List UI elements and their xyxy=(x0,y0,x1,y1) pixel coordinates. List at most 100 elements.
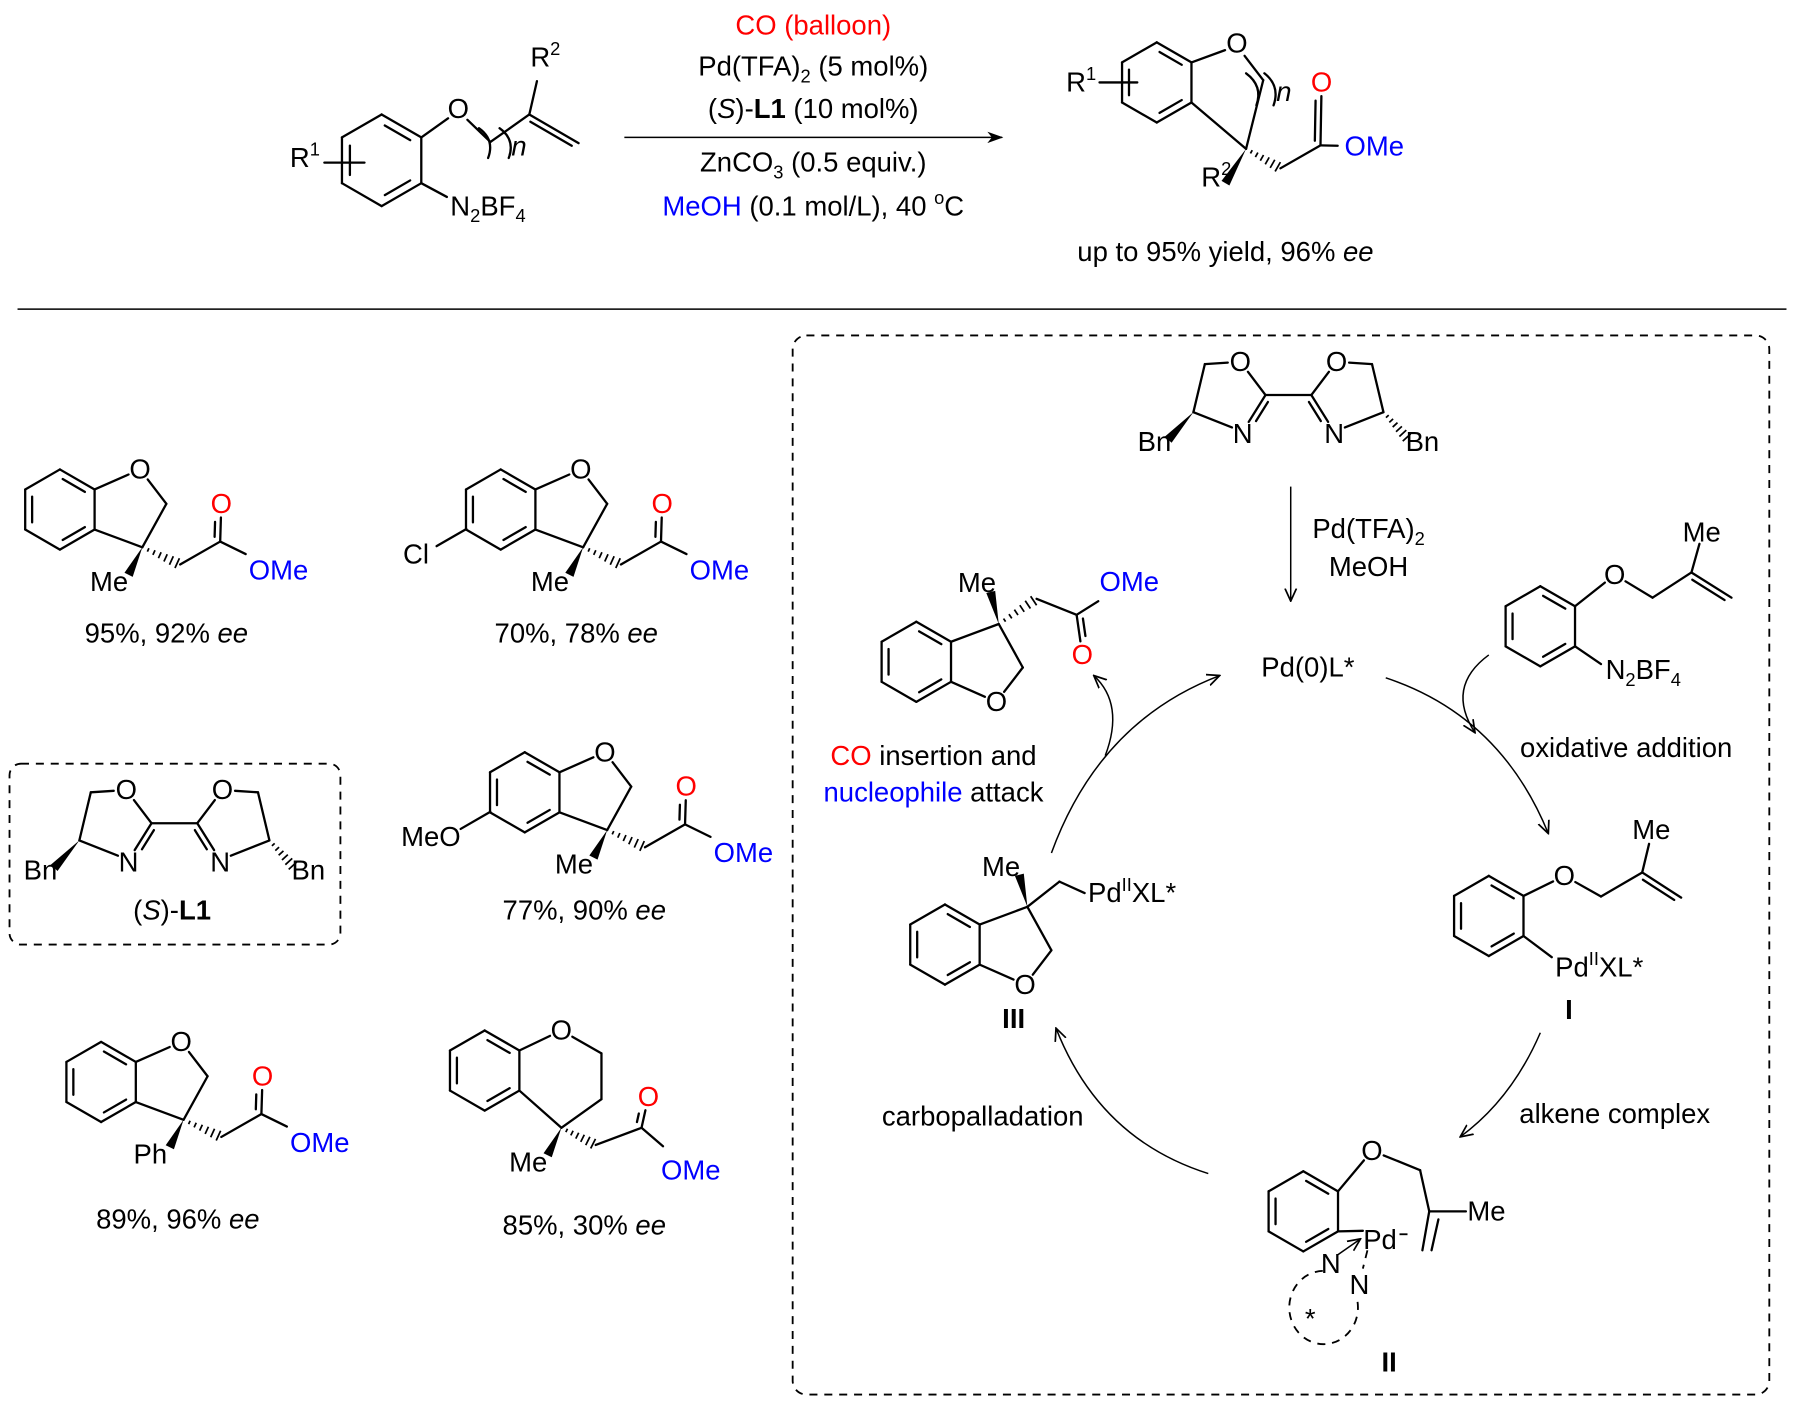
bond xyxy=(917,678,943,694)
bond xyxy=(340,182,383,208)
bond xyxy=(383,124,412,142)
bond xyxy=(1418,1168,1431,1213)
substituent-label: Me xyxy=(531,566,569,597)
condition-line4-part: ZnCO xyxy=(700,147,773,178)
hash-bond xyxy=(609,555,615,566)
r2-label-part: R xyxy=(530,41,550,72)
hash-bond xyxy=(598,551,603,559)
pd-complex-label-part: II xyxy=(1122,874,1132,895)
bond xyxy=(949,622,1000,643)
hash-bond xyxy=(639,840,646,852)
diazonium-label-part: 4 xyxy=(1671,669,1681,690)
bond xyxy=(659,540,688,556)
bond xyxy=(1247,393,1267,424)
condition-line4-part: 3 xyxy=(773,162,783,183)
bond xyxy=(949,680,987,698)
bond xyxy=(380,113,423,139)
oxygen-atom: O xyxy=(1361,1135,1382,1166)
oxygen-atom: O xyxy=(986,686,1007,717)
bond xyxy=(1120,41,1158,64)
reagent-pd-part: 2 xyxy=(1415,528,1425,549)
hash-bond xyxy=(565,1128,569,1133)
bond xyxy=(1075,613,1082,643)
condition-line5: MeOH (0.1 mol/L), 40 oC xyxy=(662,187,964,221)
carbonyl-oxygen: O xyxy=(675,771,696,802)
methyl-label: Me xyxy=(958,567,996,598)
hash-bond xyxy=(193,1122,198,1128)
bond xyxy=(260,1088,264,1116)
carbonyl-oxygen: O xyxy=(651,488,672,519)
bond xyxy=(182,1075,209,1121)
diazonium-label: N2BF4 xyxy=(1606,654,1681,690)
hash-bond xyxy=(1274,161,1282,172)
bond xyxy=(78,839,120,857)
bond xyxy=(643,823,687,849)
hash-bond xyxy=(622,834,627,842)
bond xyxy=(1155,101,1193,124)
oxygen-atom: O xyxy=(594,736,615,767)
hash-bond xyxy=(157,551,162,559)
r2-label-part: R xyxy=(1201,162,1221,193)
bond xyxy=(1304,1179,1330,1195)
r1-label: R1 xyxy=(1066,63,1096,97)
condition-line1-part: CO (balloon) xyxy=(735,9,891,40)
wedge-bond xyxy=(1221,148,1247,186)
bond xyxy=(1522,880,1555,898)
hash-bond xyxy=(274,846,280,852)
hash-bond xyxy=(587,547,591,552)
bond xyxy=(571,1035,603,1055)
pd-complex-label-part: XL* xyxy=(1132,877,1177,908)
bond xyxy=(1307,400,1323,423)
bracket xyxy=(477,127,492,160)
pd-label: Pd xyxy=(1363,1224,1397,1255)
bond xyxy=(1690,571,1733,599)
condition-line3-part: (10 mol%) xyxy=(786,93,919,124)
bond xyxy=(1430,1218,1440,1252)
bond xyxy=(502,477,527,494)
bond xyxy=(880,680,918,703)
bond xyxy=(581,502,609,549)
bond xyxy=(1155,41,1193,64)
bond xyxy=(340,113,383,139)
yield-ee-result: 70%, 78% ee xyxy=(495,617,658,648)
bond xyxy=(1651,571,1693,599)
nitrogen-atom: N xyxy=(210,846,230,877)
bond xyxy=(1267,1230,1305,1253)
hash-bond xyxy=(1008,613,1013,619)
hash-bond xyxy=(146,547,150,552)
step-alkene-complex: alkene complex xyxy=(1519,1098,1710,1129)
step-carbopalladation: carbopalladation xyxy=(882,1100,1084,1131)
condition-line5-part: (0.1 mol/L), 40 xyxy=(742,190,934,221)
bond xyxy=(1026,880,1061,908)
bond xyxy=(1370,362,1385,414)
benzyl-label: Bn xyxy=(292,854,326,885)
bond xyxy=(383,179,412,197)
pd-complex-label-part: Pd xyxy=(1088,877,1122,908)
pd-complex-label-part: II xyxy=(1589,948,1599,969)
hash-bond xyxy=(1013,609,1019,616)
pd-complex-label-part: Pd xyxy=(1555,952,1589,983)
hash-bond xyxy=(1402,433,1412,442)
bond xyxy=(1573,581,1607,608)
step-nucleophile-attack-part: nucleophile xyxy=(824,776,963,807)
bond xyxy=(448,1029,486,1052)
bond xyxy=(134,1045,171,1064)
methoxy-label: OMe xyxy=(661,1154,721,1185)
bracket xyxy=(498,127,512,160)
bond xyxy=(193,828,208,851)
bond xyxy=(1487,934,1525,958)
ligand-caption-part: ( xyxy=(133,894,142,925)
hash-bond xyxy=(1019,604,1025,613)
bond xyxy=(606,785,633,832)
bond xyxy=(1158,50,1183,66)
intermediate-II-label: II xyxy=(1382,1347,1397,1378)
carbonyl-oxygen: O xyxy=(211,488,232,519)
bond xyxy=(1541,642,1567,658)
bond xyxy=(78,791,92,842)
bond xyxy=(526,760,551,776)
wedge-bond xyxy=(543,1127,562,1158)
hash-bond xyxy=(1388,418,1394,423)
bond xyxy=(61,477,87,494)
bond xyxy=(483,1029,521,1052)
bond xyxy=(946,961,972,977)
